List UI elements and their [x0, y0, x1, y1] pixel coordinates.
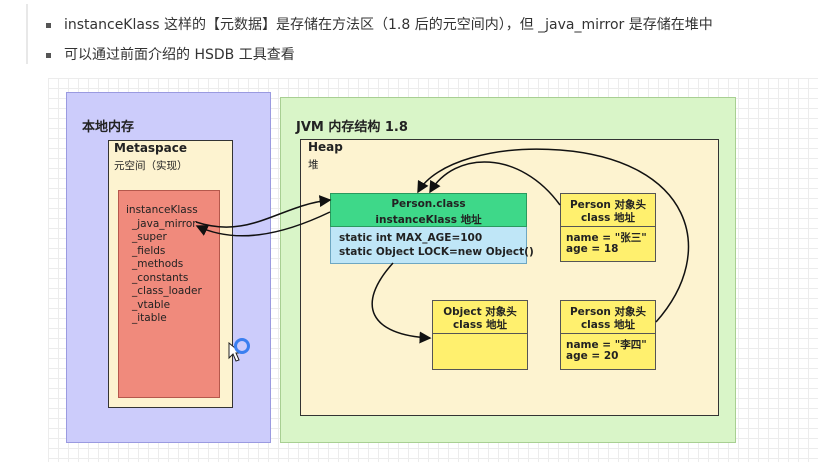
bullet-item: 可以通过前面介绍的 HSDB 工具查看: [42, 40, 713, 70]
heap-title: Heap: [308, 140, 343, 154]
person-class-header: Person.class instanceKlass 地址: [330, 193, 527, 227]
class-address-label: class 地址: [580, 212, 636, 224]
native-memory-title: 本地内存: [82, 120, 135, 135]
jvm-memory-title: JVM 内存结构 1.8: [296, 120, 408, 135]
class-address-label: class 地址: [452, 319, 508, 331]
bullet-list: instanceKlass 这样的【元数据】是存储在方法区（1.8 后的元空间内…: [42, 10, 713, 70]
person2-object-header: Person 对象头 class 地址: [560, 300, 656, 334]
person2-age: age = 20: [566, 350, 619, 362]
klass-field: _fields: [132, 244, 166, 257]
klass-field: _vtable: [132, 298, 171, 311]
heap-subtitle: 堆: [308, 159, 319, 171]
person2-fields: name = "李四" age = 20: [560, 334, 656, 370]
bullet-item: instanceKlass 这样的【元数据】是存储在方法区（1.8 后的元空间内…: [42, 10, 713, 40]
person2-name: name = "李四": [566, 339, 647, 351]
class-address-label: class 地址: [580, 319, 636, 331]
heap-region: [300, 139, 719, 416]
static-field-max-age: static int MAX_AGE=100: [339, 232, 483, 244]
person1-age: age = 18: [566, 243, 619, 255]
person1-fields: name = "张三" age = 18: [560, 227, 656, 262]
metaspace-title: Metaspace: [114, 141, 187, 155]
klass-field: _methods: [132, 258, 184, 270]
person-class-statics: static int MAX_AGE=100 static Object LOC…: [330, 227, 534, 264]
klass-field: _constants: [132, 271, 189, 284]
klass-field: _super: [132, 231, 167, 243]
person1-object-header: Person 对象头 class 地址: [560, 193, 656, 227]
click-indicator-icon: [234, 338, 250, 354]
metaspace-subtitle: 元空间（实现）: [114, 160, 188, 172]
static-field-lock: static Object LOCK=new Object(): [339, 246, 534, 258]
klass-field: instanceKlass: [126, 204, 198, 216]
person-class-name: Person.class: [391, 198, 466, 210]
object-fields: [432, 334, 528, 370]
object-object-header: Object 对象头 class 地址: [432, 300, 528, 334]
instance-klass-box: instanceKlass _java_mirror _super _field…: [118, 190, 220, 398]
klass-field: _class_loader: [132, 285, 202, 297]
person-class-klass-address: instanceKlass 地址: [375, 214, 482, 226]
klass-field-java-mirror: _java_mirror: [132, 217, 197, 230]
quote-divider: [26, 4, 28, 64]
klass-field: _itable: [132, 312, 167, 324]
